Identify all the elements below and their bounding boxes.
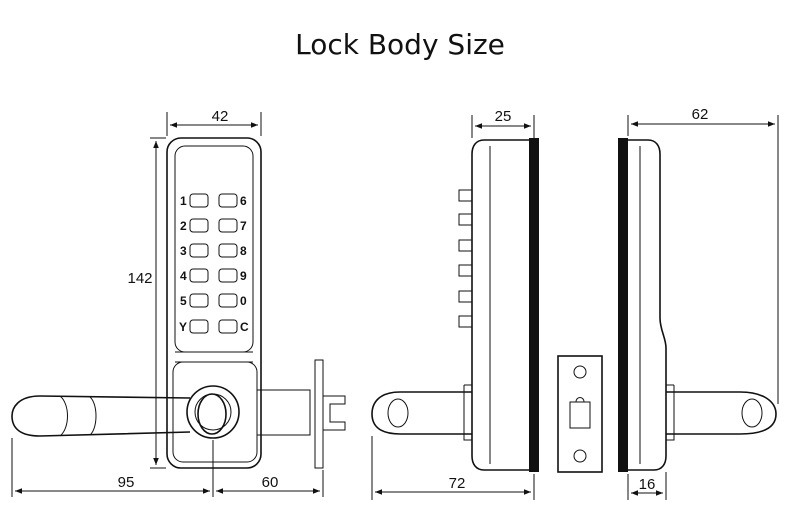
- back-body: [628, 139, 667, 471]
- key-label-2: 2: [180, 219, 187, 233]
- side-key-stub: [458, 290, 473, 303]
- key-label-7: 7: [240, 219, 247, 233]
- back-mounting-plate: [618, 138, 628, 472]
- keypad-right-column: 6 7 8 9 0 C: [218, 193, 249, 334]
- dim-front-height: 142: [127, 270, 152, 287]
- dim-side-depth: 25: [495, 108, 512, 125]
- back-view: 62 16: [618, 106, 779, 500]
- key-label-0: 0: [240, 294, 247, 308]
- front-lever-handle: [11, 395, 191, 437]
- side-view: 25 72: [371, 108, 539, 500]
- side-key-stub: [458, 189, 473, 202]
- dim-backset: 60: [262, 474, 279, 491]
- back-lever: [666, 391, 777, 435]
- key-label-y: Y: [179, 320, 187, 334]
- key-y-button: [189, 319, 209, 334]
- side-key-stub: [458, 239, 473, 252]
- front-rose-outer: [186, 385, 240, 439]
- front-faceplate: [314, 359, 324, 469]
- front-lever-hub: [197, 393, 227, 435]
- key-label-1: 1: [180, 194, 187, 208]
- key-9-button: [218, 268, 238, 283]
- diagram-title: Lock Body Size: [295, 28, 505, 61]
- key-label-8: 8: [240, 244, 247, 258]
- keypad-left-column: 1 2 3 4 5 Y: [179, 193, 209, 334]
- key-label-9: 9: [240, 269, 247, 283]
- dim-back-total: 62: [692, 106, 709, 123]
- side-lever: [371, 391, 472, 435]
- key-label-3: 3: [180, 244, 187, 258]
- key-label-4: 4: [180, 269, 187, 283]
- key-0-button: [218, 293, 238, 308]
- key-8-button: [218, 243, 238, 258]
- key-label-5: 5: [180, 294, 187, 308]
- key-c-button: [218, 319, 238, 334]
- key-1-button: [189, 193, 209, 208]
- front-latch-bolt: [323, 395, 346, 431]
- side-body: [471, 139, 532, 471]
- front-view: 1 2 3 4 5 Y 6 7 8 9 0 C: [11, 108, 346, 497]
- side-key-stub: [458, 315, 473, 328]
- dim-front-width: 42: [212, 108, 229, 125]
- side-mounting-plate: [529, 138, 539, 472]
- front-spindle: [257, 389, 311, 436]
- key-label-6: 6: [240, 194, 247, 208]
- front-body-outer: [166, 137, 262, 469]
- strike-plate-outline: [557, 355, 603, 473]
- dim-back-rose: 16: [639, 476, 656, 493]
- side-key-stub: [458, 264, 473, 277]
- strike-latch-hole: [569, 401, 591, 429]
- key-label-c: C: [240, 320, 249, 334]
- dim-side-total: 72: [449, 475, 466, 492]
- side-key-stub: [458, 213, 473, 226]
- key-6-button: [218, 193, 238, 208]
- key-2-button: [189, 218, 209, 233]
- dim-handle-length: 95: [118, 474, 135, 491]
- front-lower-body: [172, 361, 258, 463]
- key-4-button: [189, 268, 209, 283]
- key-3-button: [189, 243, 209, 258]
- strike-plate: [557, 355, 603, 473]
- key-7-button: [218, 218, 238, 233]
- key-5-button: [189, 293, 209, 308]
